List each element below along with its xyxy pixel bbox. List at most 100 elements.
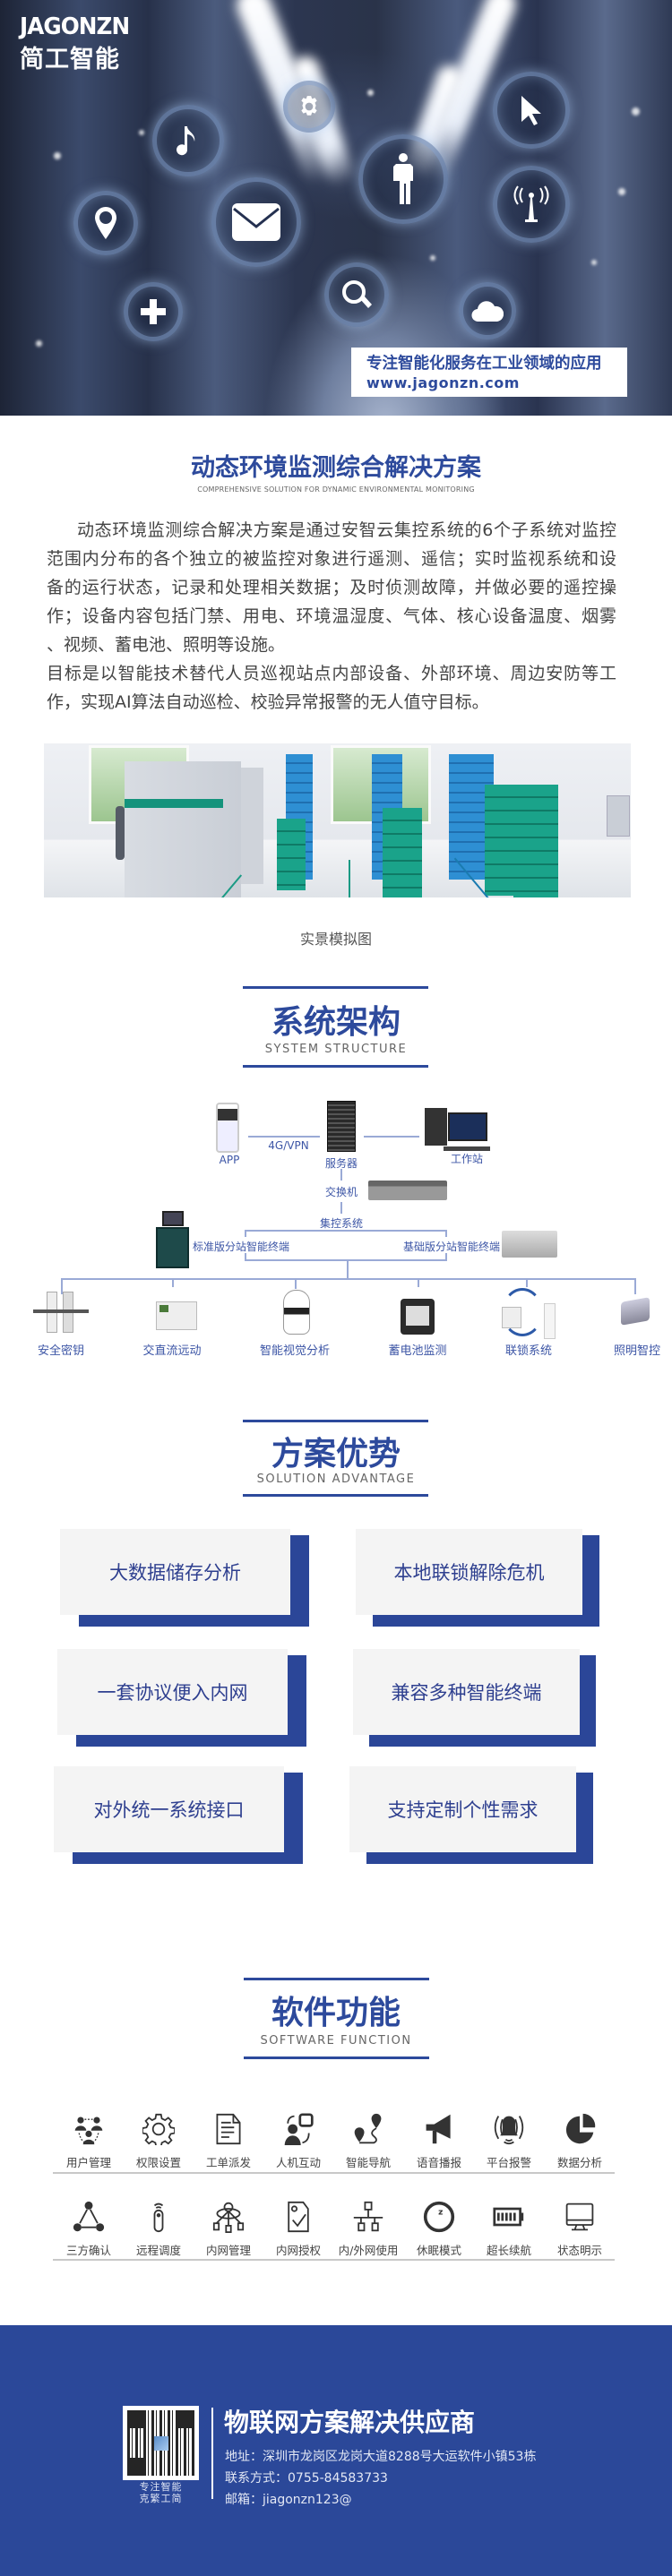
switch-label: 交换机 [324,1186,358,1198]
feature-network-use: 内/外网使用 [333,2201,403,2258]
feature-label: 状态明示 [556,2244,602,2257]
feature-label: 平台报警 [486,2156,531,2169]
feature-user-management: 用户管理 [54,2113,124,2170]
feature-label: 内/外网使用 [338,2244,399,2257]
feature-voice-broadcast: 语音播报 [404,2113,474,2170]
structure-subtitle: SYSTEM STRUCTURE [264,1043,408,1056]
workstation-monitor [448,1112,487,1141]
row-divider [53,2172,615,2174]
server-label: 服务器 [324,1157,358,1170]
interlock-breaker [502,1307,521,1328]
feature-label: 数据分析 [556,2156,602,2169]
music-icon [152,105,224,176]
feature-label: 超长续航 [486,2244,531,2257]
plus-icon [124,282,183,341]
logo-chinese: 简工智能 [20,46,120,73]
cursor-icon [493,72,570,149]
central-label: 集控系统 [319,1217,364,1230]
monitor-icon [565,2202,594,2231]
workstation-tower [425,1108,447,1146]
app-label: APP [219,1154,240,1166]
device-label: 照明智控 [613,1344,661,1358]
robot-device [283,1290,310,1335]
interlock-ac [544,1303,556,1339]
feature-long-battery: 超长续航 [474,2201,544,2258]
logo-text: JAGONZN [20,13,130,40]
advantages-subtitle: SOLUTION ADVANTAGE [256,1473,416,1486]
slogan-box: 专注智能化服务在工业领域的应用 www.jagonzn.com [351,348,627,397]
feature-data-analysis: 数据分析 [545,2113,615,2170]
feature-work-order: 工单派发 [194,2113,263,2170]
intro-paragraph-line: 备的运行状态，记录和处理相关数据；及时侦测故障，并做必要的遥控操 [47,578,616,597]
intro-paragraph-line: 作，实现AI算法自动巡检、校验异常报警的无人值守目标。 [47,692,489,712]
intro-paragraph-line: 范围内分布的各个独立的被监控对象进行遥测、遥信；实时监视系统和设 [47,549,616,569]
divider-line [244,1978,429,1980]
feature-label: 内网授权 [275,2244,321,2257]
feature-human-machine: 人机互动 [263,2113,333,2170]
bell-alarm-icon [494,2116,524,2145]
gear-icon [142,2113,175,2145]
feature-label: 人机互动 [275,2156,321,2169]
device-label: 智能视觉分析 [259,1344,331,1358]
svg-text:z: z [438,2208,443,2217]
software-subtitle: SOFTWARE FUNCTION [260,2034,412,2048]
feature-label: 工单派发 [205,2156,251,2169]
cloud-icon [459,282,516,339]
intro-paragraph-line: 、视频、蓄电池、照明等设施。 [47,635,286,655]
phone-device [216,1103,239,1153]
link-label: 4G/VPN [268,1139,309,1152]
location-icon [73,191,138,255]
feature-label: 远程调度 [135,2244,181,2257]
antenna-icon [493,166,570,243]
search-icon [324,262,389,327]
advantage-card: 兼容多种智能终端 [353,1649,580,1735]
network-icon [212,2202,245,2233]
remote-icon [153,2202,164,2233]
advantage-card: 本地联锁解除危机 [356,1529,582,1615]
authorization-icon [288,2201,309,2233]
intro-paragraph-line: 动态环境监测综合解决方案是通过安智云集控系统的6个子系统对监控 [77,520,616,540]
slogan-text: 专注智能化服务在工业领域的应用 [366,355,602,373]
mail-icon [211,177,301,267]
website-link[interactable]: www.jagonzn.com [366,374,520,391]
server-device [327,1101,356,1152]
feature-navigation: 智能导航 [333,2113,403,2170]
basic-terminal-label: 基础版分站智能终端 [402,1241,501,1253]
structure-title: 系统架构 [271,1004,401,1041]
feature-permission-settings: 权限设置 [124,2113,194,2170]
feature-label: 语音播报 [416,2156,461,2169]
interaction-icon [284,2113,314,2145]
navigation-icon [354,2113,382,2144]
light-device [621,1297,650,1326]
feature-intranet-management: 内网管理 [194,2201,263,2258]
device-label: 安全密钥 [37,1344,85,1358]
feature-platform-alarm: 平台报警 [474,2113,544,2170]
footer-email[interactable]: 邮箱：jiagonzn123@ [225,2493,352,2507]
intro-paragraph-line: 目标是以智能技术替代人员巡视站点内部设备、外部环境、周边安防等工 [47,664,616,683]
qr-caption: 专注智能 克繁工简 [139,2481,183,2504]
feature-label: 内网管理 [205,2244,251,2257]
feature-three-party-confirm: 三方确认 [54,2201,124,2258]
advantage-card: 支持定制个性需求 [349,1766,576,1852]
advantage-card: 大数据储存分析 [60,1529,290,1615]
workstation-label: 工作站 [450,1153,484,1165]
software-title: 软件功能 [271,1995,401,2031]
hero-banner: JAGONZN 简工智能 专注智能化服务在工业领域的应用 www.jagonzn… [0,0,672,416]
triangle-nodes-icon [73,2201,105,2232]
interlock-arrows [502,1288,543,1336]
feature-label: 三方确认 [65,2244,111,2257]
feature-label: 权限设置 [135,2156,181,2169]
footer: 专注智能 克繁工简 物联网方案解决供应商 地址：深圳市龙岗区龙岗大道8288号大… [0,2325,672,2576]
divider-line [243,1494,428,1497]
qr-code[interactable] [123,2406,199,2480]
feature-status-display: 状态明示 [545,2201,615,2258]
scene-image [44,743,631,897]
device-label: 交直流远动 [142,1344,202,1358]
std-terminal-cabinet [156,1227,189,1268]
basic-terminal-box [502,1231,557,1258]
users-icon [74,2117,103,2145]
device-label: 蓄电池监测 [388,1344,447,1358]
divider-line [244,2057,429,2059]
advantage-card: 对外统一系统接口 [54,1766,284,1852]
